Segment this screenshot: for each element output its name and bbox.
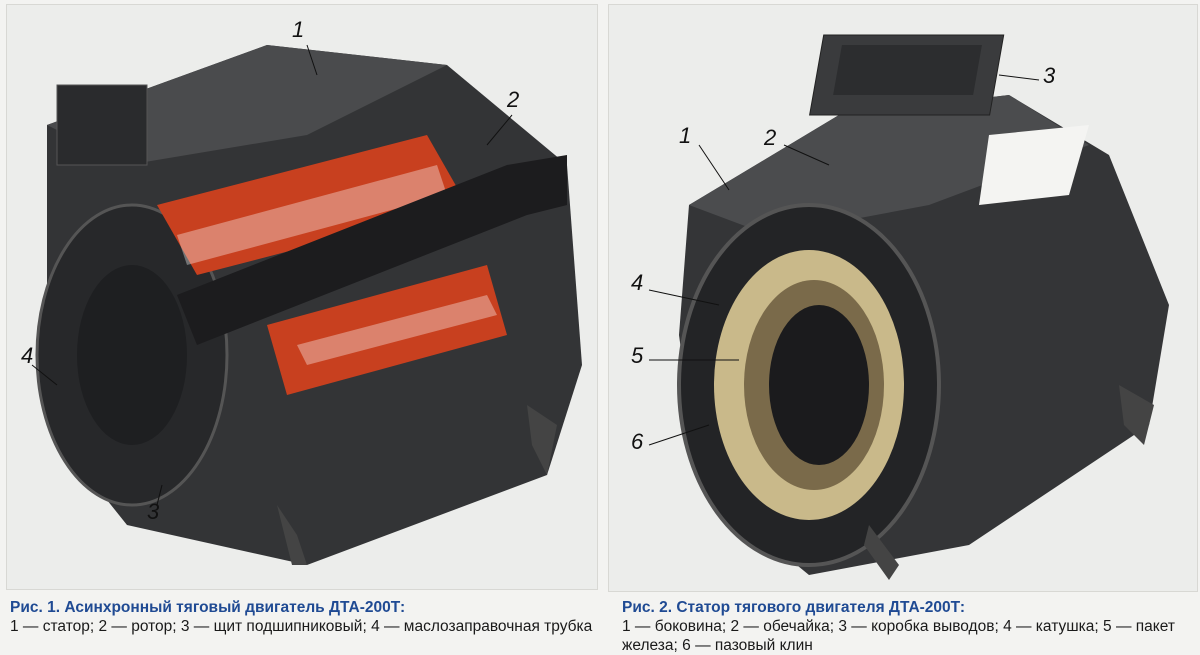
callout-2: 2 (507, 87, 520, 112)
figure-2-legend: 1 — боковина; 2 — обечайка; 3 — коробка … (622, 618, 1175, 654)
figure-2-image: 3 1 2 4 5 6 (608, 4, 1198, 592)
figure-1-legend: 1 — статор; 2 — ротор; 3 — щит подшипник… (10, 618, 593, 635)
motor-cutaway-illustration (31, 44, 582, 565)
stator-illustration (648, 34, 1169, 580)
figure-1-title: Рис. 1. Асинхронный тяговый двигатель ДТ… (10, 599, 406, 616)
callout-4: 4 (21, 343, 34, 368)
callout-5: 5 (631, 343, 644, 368)
callout-6: 6 (631, 429, 644, 454)
callout-1: 1 (292, 17, 305, 42)
figure-1-caption: Рис. 1. Асинхронный тяговый двигатель ДТ… (10, 598, 595, 636)
callout-4: 4 (631, 270, 644, 295)
callout-2: 2 (764, 125, 777, 150)
figure-1-image: 1 2 3 4 (6, 4, 598, 590)
callout-1: 1 (679, 123, 692, 148)
callout-3: 3 (1043, 63, 1056, 88)
callout-3: 3 (147, 499, 160, 524)
figure-2-title: Рис. 2. Статор тягового двигателя ДТА-20… (622, 599, 966, 616)
figure-2-caption: Рис. 2. Статор тягового двигателя ДТА-20… (622, 598, 1197, 655)
